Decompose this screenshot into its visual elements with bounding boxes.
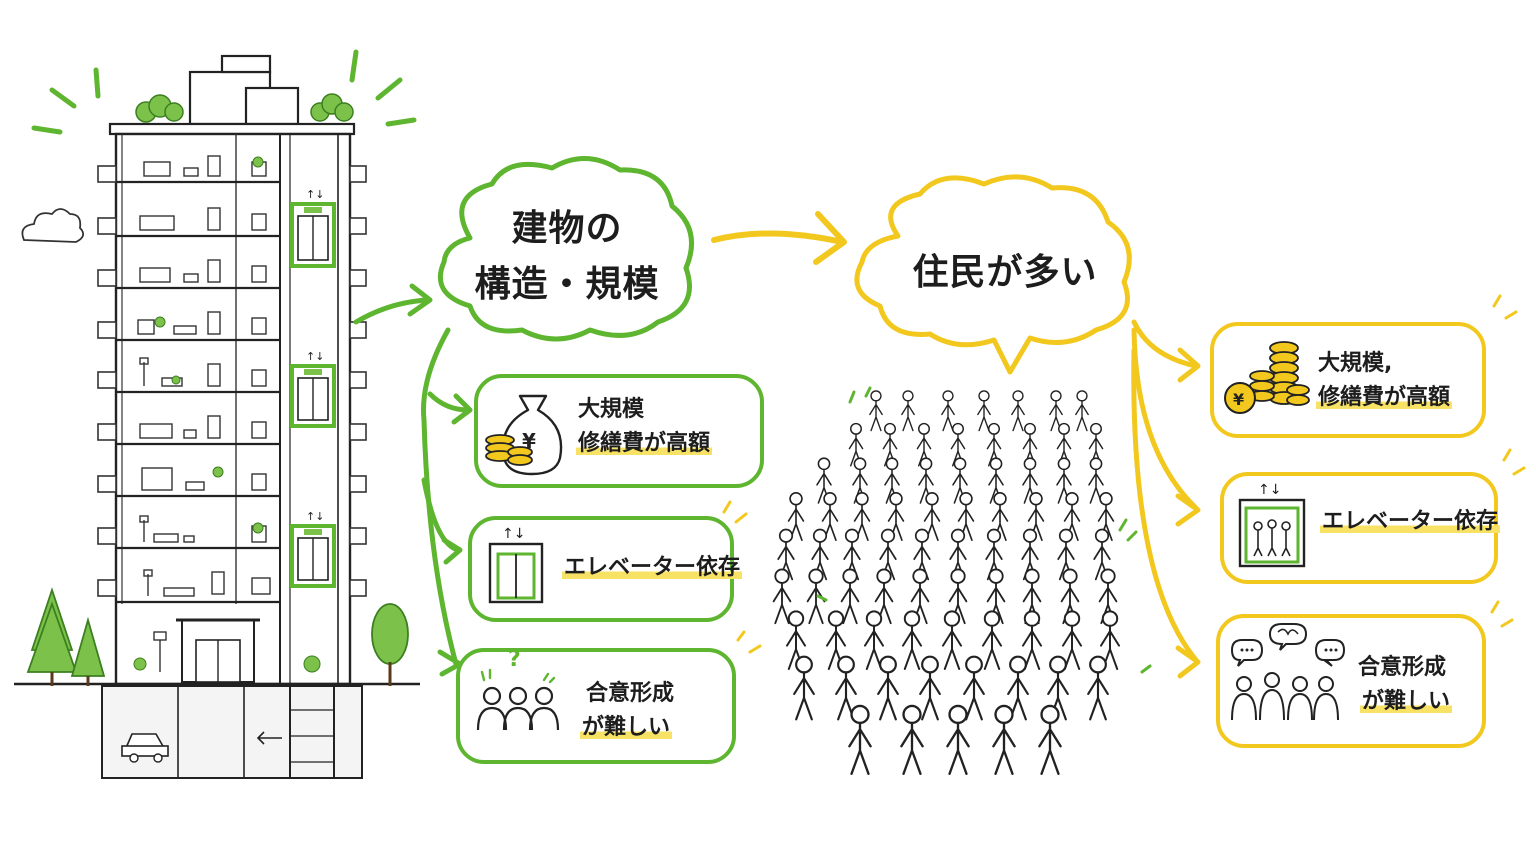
green-flow-arrows <box>353 283 473 677</box>
resident-figure <box>1011 390 1025 432</box>
left-card-3-line2: が難しい <box>580 714 673 742</box>
resident-figure <box>877 655 899 721</box>
svg-text:↑↓: ↑↓ <box>502 526 525 542</box>
side-balconies <box>97 165 367 597</box>
resident-figure <box>840 568 860 625</box>
right-card-1-line1: 大規模, <box>1318 351 1393 376</box>
car-icon <box>121 733 169 763</box>
resident-figure <box>793 655 815 721</box>
right-card-1-line2: 修繕費が高額 <box>1316 384 1453 412</box>
svg-text:↑↓: ↑↓ <box>306 510 324 523</box>
left-card-1-line2: 修繕費が高額 <box>576 430 713 458</box>
resident-figure <box>941 390 955 432</box>
resident-figure <box>1038 704 1062 775</box>
yen-coin-symbol: ¥ <box>1233 390 1244 409</box>
sparkle-rays-right <box>349 49 417 127</box>
elevator-icon: ↑↓ <box>488 526 544 604</box>
apartment-building: ↑↓ ↑↓ ↑↓ <box>14 49 420 779</box>
svg-text:↑↓: ↑↓ <box>306 188 324 201</box>
residents-cloud <box>854 174 1132 375</box>
yellow-flow-arrows <box>1131 319 1201 679</box>
furniture-sketches <box>137 155 271 597</box>
structure-cloud-line1: 建物の <box>511 208 623 249</box>
left-card-3-line1: 合意形成 <box>586 681 675 706</box>
resident-figure <box>901 390 915 432</box>
resident-figure <box>942 610 962 670</box>
resident-figure <box>1087 655 1109 721</box>
resident-figure <box>963 655 985 721</box>
right-card-2-line1: エレベーター依存 <box>1320 508 1501 536</box>
svg-text:↑↓: ↑↓ <box>1258 482 1281 498</box>
resident-figure <box>946 704 970 775</box>
resident-figure <box>900 704 924 775</box>
residents-cloud-title: 住民が多い <box>912 252 1098 293</box>
resident-figure <box>848 704 872 775</box>
left-card-2-line1: エレベーター依存 <box>562 554 743 582</box>
yellow-arrow-to-residents <box>711 211 847 265</box>
resident-figure <box>992 704 1016 775</box>
building-floors <box>116 180 280 604</box>
right-card-3-line1: 合意形成 <box>1358 655 1447 680</box>
elevator-with-people-icon: ↑↓ <box>1238 482 1306 568</box>
speech-people-icon <box>1230 623 1346 721</box>
resident-figure <box>1075 390 1089 432</box>
money-bag-coins-icon: ¥ <box>485 394 563 476</box>
building-elevator-doors: ↑↓ ↑↓ ↑↓ <box>290 188 336 588</box>
right-card-3-line2: が難しい <box>1360 688 1453 716</box>
resident-figure <box>982 610 1002 670</box>
sparkle-rays-left <box>31 67 101 135</box>
resident-figure <box>977 390 991 432</box>
left-card-1-line1: 大規模 <box>578 397 645 422</box>
resident-figure <box>869 390 883 432</box>
small-cloud-icon <box>21 208 85 243</box>
resident-figure <box>772 568 792 625</box>
confused-people-icon: ? <box>476 647 560 731</box>
crowd-of-residents <box>772 390 1120 775</box>
svg-text:?: ? <box>508 647 521 672</box>
resident-figure <box>902 610 922 670</box>
svg-text:↑↓: ↑↓ <box>306 350 324 363</box>
coin-stacks-icon: ¥ <box>1224 341 1310 414</box>
structure-cloud-line2: 構造・規模 <box>474 264 660 305</box>
structure-cloud <box>437 156 695 342</box>
trees <box>26 587 409 686</box>
resident-figure <box>919 655 941 721</box>
